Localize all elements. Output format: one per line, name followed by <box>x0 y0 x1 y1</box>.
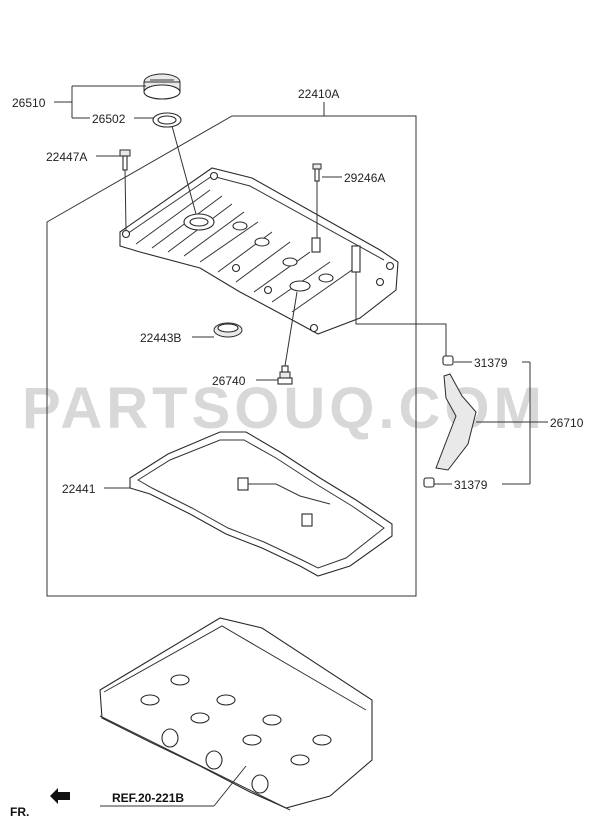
label-clamp-lower: 31379 <box>454 478 488 492</box>
direction-label: FR. <box>10 805 29 819</box>
cap-gasket <box>152 112 182 128</box>
reference-label: REF.20-221B <box>112 791 184 805</box>
rocker-cover <box>119 167 399 335</box>
label-plug-seal: 22443B <box>140 331 181 345</box>
stud <box>312 163 322 182</box>
label-bolt: 22447A <box>46 150 87 164</box>
label-rocker-cover-assy: 22410A <box>298 87 339 101</box>
cylinder-head <box>99 617 373 811</box>
plug-seal <box>213 322 243 338</box>
oil-filler-cap <box>143 73 181 100</box>
assembly-frame <box>46 115 417 597</box>
label-oil-filler-cap: 26510 <box>12 96 46 110</box>
breather-hose <box>423 355 477 488</box>
label-stud: 29246A <box>344 171 385 185</box>
label-cover-gasket: 22441 <box>62 482 96 496</box>
label-clamp-upper: 31379 <box>474 356 508 370</box>
label-cap-gasket: 26502 <box>92 112 126 126</box>
cover-bolt <box>119 149 131 171</box>
pcv-valve <box>277 365 293 385</box>
label-breather-hose: 26710 <box>550 416 584 430</box>
front-arrow-icon <box>50 788 70 804</box>
label-pcv-valve: 26740 <box>212 374 246 388</box>
cover-gasket <box>129 431 393 577</box>
